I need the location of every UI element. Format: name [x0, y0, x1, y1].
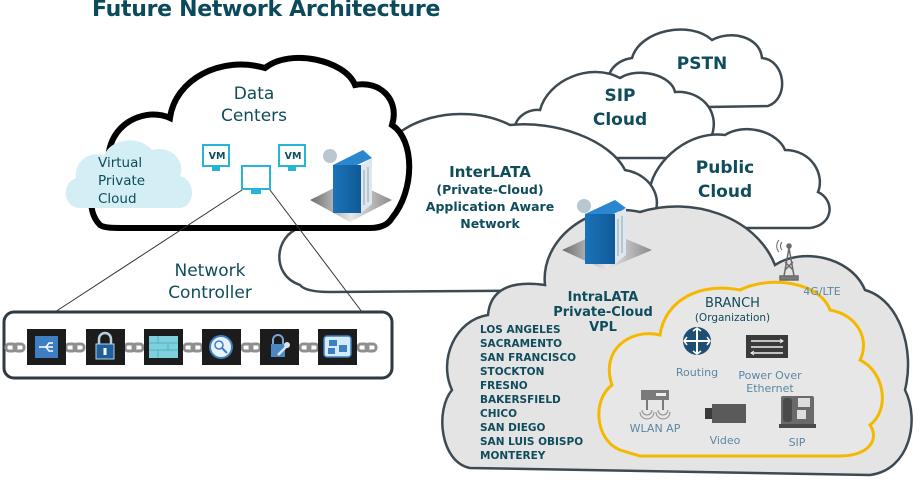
intralata-line1: IntraLATA	[567, 290, 639, 305]
sip-cloud-line1: SIP	[604, 86, 636, 106]
controller-link-left	[54, 189, 243, 313]
vpc-label: Virtual Private Cloud	[98, 154, 145, 208]
poe-line2: Ethernet	[746, 382, 794, 395]
branch-line2: (Organization)	[694, 312, 771, 324]
controller-link-right	[269, 189, 363, 313]
city-item: SACRAMENTO	[480, 338, 563, 350]
vpc-line3: Cloud	[98, 191, 137, 207]
interlata-line4: Network	[460, 216, 520, 231]
vm-monitor	[278, 144, 306, 171]
pstn-label: PSTN	[676, 54, 728, 74]
controller-monitor	[241, 165, 271, 194]
cell-tower-icon	[776, 239, 799, 281]
intralata-line2: Private-Cloud	[553, 305, 653, 320]
vm-label-2: VM	[284, 151, 302, 162]
routing-icon	[683, 327, 711, 355]
key-lock-icon	[260, 329, 299, 365]
virtual-private-cloud	[65, 140, 192, 208]
load-balancer-icon	[27, 329, 66, 365]
lte-label: 4G/LTE	[803, 285, 841, 298]
video-label: Video	[709, 434, 741, 447]
data-centers-line2: Centers	[220, 105, 288, 126]
poe-label: Power Over Ethernet	[730, 369, 810, 395]
lock-icon	[86, 329, 125, 365]
city-item: STOCKTON	[480, 366, 545, 378]
video-camera-icon	[705, 404, 746, 423]
city-list: LOS ANGELES SACRAMENTO SAN FRANCISCO STO…	[480, 323, 583, 463]
city-item: FRESNO	[480, 380, 528, 392]
vpc-line1: Virtual	[98, 155, 143, 171]
vm-label-1: VM	[208, 151, 226, 162]
poe-switch-icon	[746, 335, 788, 358]
interlata-line2: (Private-Cloud)	[436, 182, 544, 197]
city-item: BAKERSFIELD	[480, 394, 561, 406]
branch-label: BRANCH (Organization)	[680, 296, 785, 326]
intralata-server-icon	[562, 199, 652, 270]
interlata-line3: Application Aware	[425, 199, 555, 214]
intralata-line3: VPL	[589, 320, 617, 335]
public-cloud-label: Public Cloud	[680, 156, 770, 204]
network-controller-label: Network Controller	[150, 260, 270, 304]
routing-label: Routing	[675, 366, 719, 379]
vm-monitor	[202, 144, 230, 171]
public-cloud-line1: Public	[695, 158, 755, 178]
interlata-line1: InterLATA	[449, 163, 531, 181]
intralata-label: IntraLATA Private-Cloud VPL	[548, 290, 658, 335]
interlata-label: InterLATA (Private-Cloud) Application Aw…	[410, 164, 570, 232]
city-item: CHICO	[480, 408, 518, 420]
virtual-desktop-icon	[318, 329, 357, 365]
sip-phone-icon	[779, 396, 816, 428]
wlan-ap-icon	[639, 390, 671, 420]
page-title: Future Network Architecture	[92, 0, 441, 22]
wlan-ap-label: WLAN AP	[629, 422, 681, 435]
chain-links	[4, 342, 378, 353]
branch-line1: BRANCH	[705, 296, 760, 311]
controller-line2: Controller	[168, 283, 252, 303]
city-item: SAN FRANCISCO	[480, 352, 577, 364]
data-centers-label: Data Centers	[221, 84, 287, 126]
inspection-icon	[202, 329, 241, 365]
sip-cloud-line2: Cloud	[592, 110, 648, 130]
vpc-line2: Private	[98, 173, 146, 189]
sip-cloud-label: SIP Cloud	[580, 84, 660, 132]
controller-line1: Network	[174, 261, 246, 281]
sip-device-label: SIP	[788, 436, 806, 449]
city-item: SAN LUIS OBISPO	[480, 436, 584, 448]
data-centers-line1: Data	[233, 84, 275, 104]
poe-line1: Power Over	[738, 369, 802, 382]
firewall-icon	[144, 329, 183, 365]
public-cloud-line2: Cloud	[697, 182, 753, 202]
data-center-server-icon	[310, 149, 392, 222]
city-item: LOS ANGELES	[480, 324, 561, 336]
city-item: MONTEREY	[480, 450, 546, 462]
city-item: SAN DIEGO	[480, 422, 546, 434]
